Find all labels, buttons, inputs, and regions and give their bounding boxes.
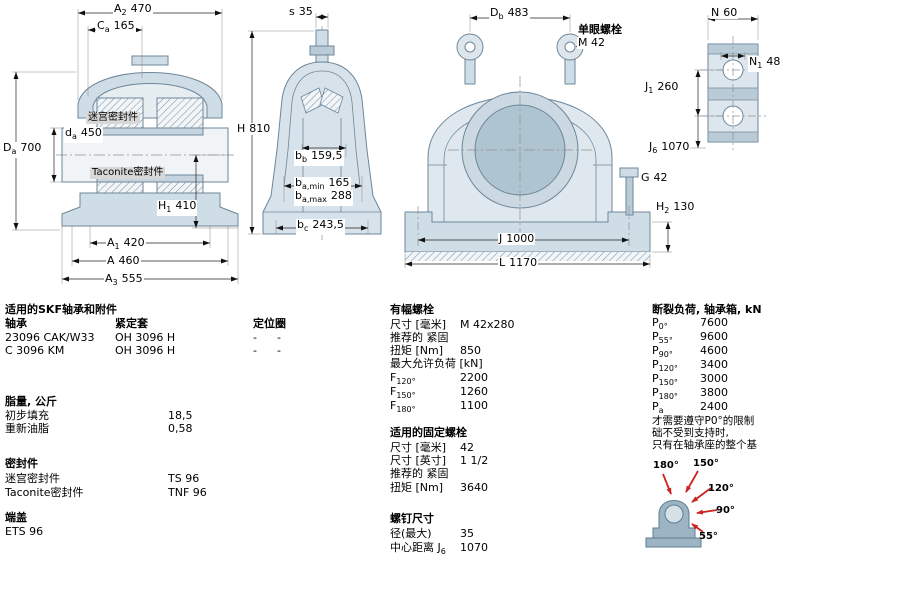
spec-row: 迷宫密封件 TS 96 xyxy=(5,472,200,485)
angle-label-120: 120° xyxy=(708,483,734,494)
angle-label-180: 180° xyxy=(653,460,679,471)
bearing-row: 23096 CAK/W33 OH 3096 H - - xyxy=(5,331,281,344)
angle-label-55: 55° xyxy=(699,531,718,542)
fixing-bolts-title: 适用的固定螺栓 xyxy=(390,426,467,439)
top-view-drawing xyxy=(700,36,766,150)
load-row: F150° 1260 xyxy=(390,385,488,401)
load-row: P0° 7600 xyxy=(652,316,728,332)
col-bearing: 轴承 xyxy=(5,317,27,330)
spec-row: 扭矩 [Nm] 850 xyxy=(390,344,481,357)
top-view-dims xyxy=(690,15,759,149)
technical-drawing xyxy=(12,9,766,284)
spec-row: Taconite密封件 TNF 96 xyxy=(5,486,207,499)
load-row: P55° 9600 xyxy=(652,330,728,346)
spec-row: 径(最大) 35 xyxy=(390,527,474,540)
load-row: P90° 4600 xyxy=(652,344,728,360)
housing-icon xyxy=(645,500,702,548)
col-ring: 定位圈 xyxy=(253,317,286,330)
spec-row: 最大允许负荷 [kN] xyxy=(390,357,483,370)
load-row: P150° 3000 xyxy=(652,372,728,388)
breaking-load-title: 断裂负荷, 轴承箱, kN xyxy=(652,303,762,316)
labyrinth-seal-label: 迷宫密封件 xyxy=(86,112,140,124)
load-row: F180° 1100 xyxy=(390,399,488,415)
front-view-drawing xyxy=(404,33,651,261)
load-row: Pa 2400 xyxy=(652,400,728,416)
screw-dims-title: 螺钉尺寸 xyxy=(390,512,434,525)
angle-label-90: 90° xyxy=(716,505,735,516)
angle-label-150: 150° xyxy=(693,458,719,469)
spec-row: 尺寸 [毫米] M 42x280 xyxy=(390,318,515,331)
load-row: F120° 2200 xyxy=(390,371,488,387)
taconite-seal-label: Taconite密封件 xyxy=(90,167,166,179)
bearings-title: 适用的SKF轴承和附件 xyxy=(5,303,117,316)
bearings-header-row: 轴承 紧定套 定位圈 xyxy=(5,317,335,330)
note-line: 只有在轴承座的整个基 xyxy=(652,439,757,451)
spec-row: 重新油脂 0,58 xyxy=(5,422,193,435)
eye-bolt-size: M 42 xyxy=(577,36,606,49)
spec-row: 推荐的 紧固 xyxy=(390,331,449,344)
attachment-bolts-title: 有幅螺栓 xyxy=(390,303,434,316)
grease-title: 脂量, 公斤 xyxy=(5,395,58,408)
end-cover-title: 端盖 xyxy=(5,511,27,524)
seals-title: 密封件 xyxy=(5,457,38,470)
load-row: P120° 3400 xyxy=(652,358,728,374)
spec-row: 扭矩 [Nm] 3640 xyxy=(390,481,488,494)
spec-row: 推荐的 紧固 xyxy=(390,467,449,480)
note-line: 才需要遵守P0°的限制 xyxy=(652,415,755,427)
load-row: P180° 3800 xyxy=(652,386,728,402)
spec-row: 尺寸 [英寸] 1 1/2 xyxy=(390,454,489,467)
middle-section-drawing xyxy=(262,26,382,240)
spec-row: 尺寸 [毫米] 42 xyxy=(390,441,474,454)
spec-row: 初步填充 18,5 xyxy=(5,409,193,422)
load-direction-diagram: 180° 150° 120° 90° 55° xyxy=(645,450,780,570)
spec-row: 中心距离 J6 1070 xyxy=(390,541,488,557)
col-sleeve: 紧定套 xyxy=(115,317,148,330)
note-line: 础不受到支持时, xyxy=(652,427,729,439)
load-arrows xyxy=(662,470,718,533)
eye-bolt-title: 单眼螺栓 xyxy=(577,23,623,36)
bearing-row: C 3096 KM OH 3096 H - - xyxy=(5,344,281,357)
load-direction-icon xyxy=(645,470,718,548)
end-cover-value: ETS 96 xyxy=(5,525,44,538)
